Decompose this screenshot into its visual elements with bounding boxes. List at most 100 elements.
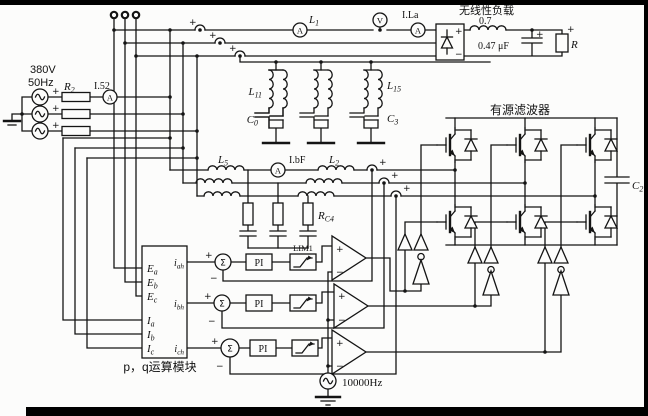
plus-label: + bbox=[391, 171, 399, 181]
minus-label: − bbox=[208, 317, 216, 327]
inductor-icon bbox=[327, 69, 333, 109]
c0-label: C0 bbox=[247, 114, 258, 128]
plus-label: + bbox=[536, 30, 544, 40]
compensation-lines: L5 A I.bF L2 + + + RC4 bbox=[195, 154, 411, 226]
output-iah-label: iah bbox=[174, 258, 184, 271]
pq-module-caption: p，q运算模块 bbox=[123, 359, 196, 374]
passive-filter-branches2: L11 L15 C0 C3 bbox=[247, 69, 401, 145]
plus-label: + bbox=[211, 337, 219, 347]
igbt-icon bbox=[435, 126, 457, 164]
plus-label: + bbox=[336, 245, 344, 255]
ibf-label: I.bF bbox=[289, 155, 306, 166]
right-border bbox=[644, 0, 648, 410]
pi-label: PI bbox=[255, 299, 264, 310]
resistor-icon bbox=[242, 202, 254, 226]
plus-label: + bbox=[205, 251, 213, 261]
pi-controller-box bbox=[245, 294, 273, 312]
mains-rails: + + + A L1 V A I.La bbox=[109, 10, 426, 59]
inductor-icon bbox=[203, 191, 241, 197]
source-voltage-label: 380V bbox=[30, 64, 56, 76]
ac-source-icon bbox=[31, 122, 49, 140]
l5-label: L5 bbox=[217, 154, 228, 168]
control-chain: Σ Σ Σ + − + − + − PI PI PI LIM1 + − + − … bbox=[204, 234, 370, 376]
l1-label: L1 bbox=[308, 14, 319, 28]
pq-module-box bbox=[141, 245, 188, 359]
input-ia-label: Ia bbox=[146, 315, 155, 329]
buffer-icon bbox=[537, 246, 553, 264]
terminal-icon bbox=[109, 10, 119, 20]
opamp-icon bbox=[333, 282, 370, 330]
input-eb-label: Eb bbox=[146, 277, 158, 291]
resistor-icon bbox=[61, 91, 91, 103]
load-cap-value: 0.47 μF bbox=[478, 41, 509, 52]
ac-source-icon bbox=[31, 105, 49, 123]
bottom-border bbox=[26, 407, 648, 416]
inductor-icon bbox=[268, 69, 274, 109]
plus-label: + bbox=[567, 25, 575, 35]
r2-label: R2 bbox=[63, 81, 75, 95]
l11-label: L11 bbox=[248, 86, 262, 100]
active-power-filter: 有源滤波器 C2 bbox=[397, 103, 643, 296]
buffer-icon bbox=[467, 246, 483, 264]
igbt-icon bbox=[505, 203, 527, 241]
minus-label: − bbox=[338, 316, 346, 326]
opamp-icon bbox=[331, 234, 368, 282]
diode-icon bbox=[534, 129, 548, 161]
resistor-icon bbox=[555, 33, 569, 53]
l15-label: L15 bbox=[386, 80, 401, 94]
output-ibh-label: ibh bbox=[174, 299, 184, 312]
minus-label: − bbox=[336, 362, 344, 372]
ct-sensor-icon bbox=[378, 177, 390, 186]
minus-label: − bbox=[336, 268, 344, 278]
voltmeter-letter: V bbox=[377, 16, 384, 26]
output-ich-label: ich bbox=[174, 344, 184, 357]
c2-label: C2 bbox=[632, 180, 643, 194]
rc4-label: RC4 bbox=[317, 210, 334, 224]
pq-module: Ea Eb Ec Ia Ib Ic iah ibh ich p，q运算模块 bbox=[123, 245, 197, 374]
pi-controller-box bbox=[249, 339, 277, 357]
wiring bbox=[11, 17, 630, 398]
opamp-icon bbox=[331, 328, 368, 376]
diode-icon bbox=[604, 129, 618, 161]
source-freq-label: 50Hz bbox=[28, 77, 54, 89]
sigma-label: Σ bbox=[219, 300, 225, 310]
inductor-icon bbox=[297, 191, 335, 197]
inductor-icon bbox=[195, 178, 233, 184]
resistor-icon bbox=[302, 202, 314, 226]
igbt-icon bbox=[505, 126, 527, 164]
ammeter-letter: A bbox=[275, 166, 282, 176]
plus-label: + bbox=[229, 44, 237, 54]
ammeter-letter: A bbox=[107, 93, 114, 103]
diode-icon bbox=[604, 206, 618, 238]
load-resistor-label: R bbox=[570, 39, 578, 51]
input-ec-label: Ec bbox=[146, 291, 158, 305]
load-inductor-value: 0.7 bbox=[479, 16, 492, 27]
summing-junction-icon bbox=[220, 338, 240, 358]
igbt-icon bbox=[575, 126, 597, 164]
summing-junction-icon bbox=[213, 294, 231, 312]
diode-icon bbox=[464, 129, 478, 161]
igbt-icon bbox=[435, 203, 457, 241]
resistor-icon bbox=[272, 202, 284, 226]
c3-label: C3 bbox=[387, 113, 398, 127]
plus-label: + bbox=[204, 292, 212, 302]
sigma-label: Σ bbox=[227, 345, 233, 355]
plus-label: + bbox=[379, 158, 387, 168]
plus-label: + bbox=[52, 87, 60, 97]
ac-source-icon bbox=[31, 88, 49, 106]
ground-icon bbox=[2, 119, 22, 126]
buffer-icon bbox=[553, 246, 569, 264]
inverter-gate-icon bbox=[552, 270, 570, 296]
ct-sensor-icon bbox=[390, 190, 402, 199]
apf-title: 有源滤波器 bbox=[490, 103, 550, 117]
inductor-icon bbox=[377, 69, 383, 109]
input-ea-label: Ea bbox=[146, 263, 158, 277]
resistor-icon bbox=[61, 125, 91, 137]
terminal-icon bbox=[131, 10, 141, 20]
ammeter-letter: A bbox=[297, 26, 304, 36]
pi-label: PI bbox=[259, 344, 268, 355]
minus-label: − bbox=[210, 274, 218, 284]
input-ib-label: Ib bbox=[146, 329, 155, 343]
